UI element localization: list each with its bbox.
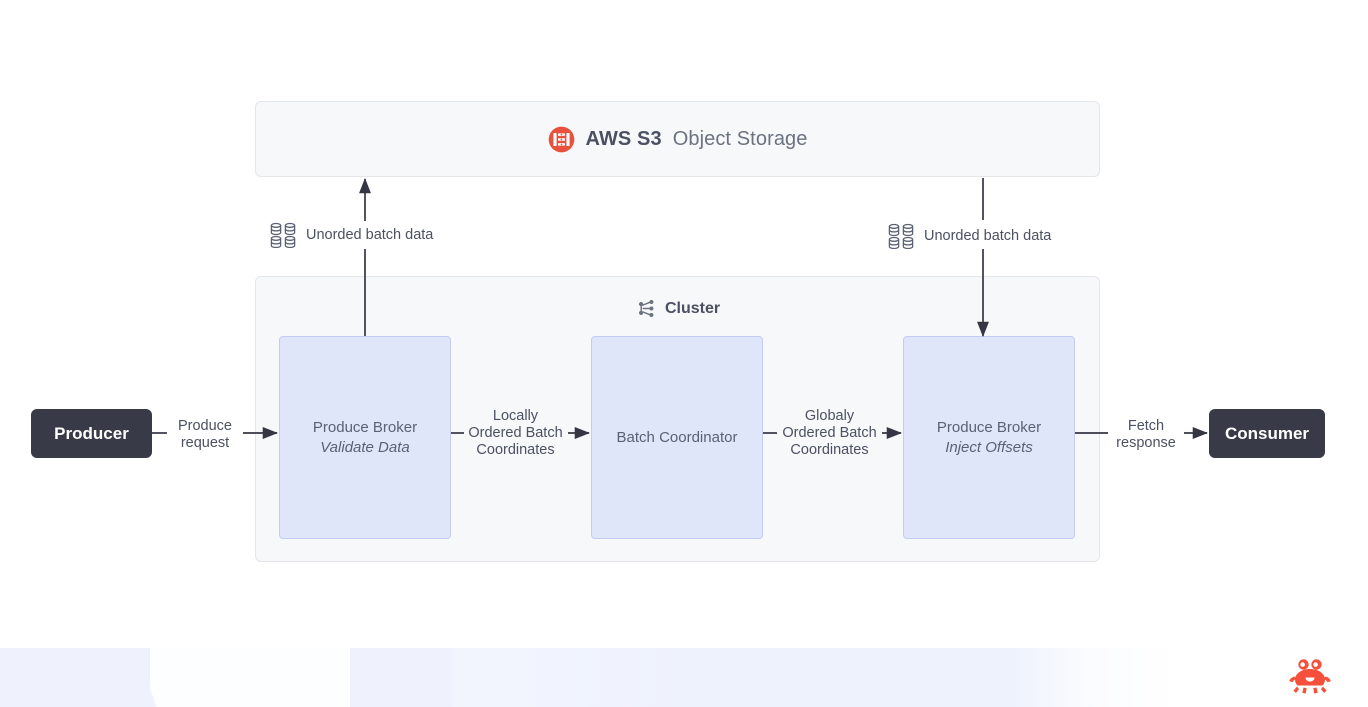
endpoint-consumer[interactable]: Consumer xyxy=(1209,409,1325,458)
edge-label-line: Coordinates xyxy=(476,442,555,458)
cluster-title: Cluster xyxy=(256,299,1101,318)
node-batch-coordinator[interactable]: Batch Coordinator xyxy=(591,336,763,539)
crab-logo-icon xyxy=(1289,659,1331,694)
io-label-text: Unorded batch data xyxy=(306,227,434,243)
cluster-network-icon xyxy=(638,299,654,318)
aws-s3-brand-label: AWS S3 xyxy=(585,127,662,150)
edge-label-line: request xyxy=(180,435,230,451)
database-grid-icon xyxy=(888,223,914,249)
node-title: Batch Coordinator xyxy=(616,429,738,446)
aws-s3-object-storage-label: Object Storage xyxy=(672,127,808,150)
edge-label-line: Fetch xyxy=(1127,418,1165,434)
edge-label-locally-ordered-batch-coordinates: Locally Ordered Batch Coordinates xyxy=(453,408,578,459)
node-produce-broker-inject[interactable]: Produce Broker Inject Offsets xyxy=(903,336,1075,539)
edge-label-produce-request: Produce request xyxy=(167,418,243,452)
node-subtitle: Validate Data xyxy=(320,439,410,456)
node-produce-broker-validate[interactable]: Produce Broker Validate Data xyxy=(279,336,451,539)
endpoint-producer[interactable]: Producer xyxy=(31,409,152,458)
edge-label-line: Ordered Batch xyxy=(468,425,563,441)
database-grid-icon xyxy=(270,222,296,248)
edge-label-unordered-batch-data-left: Unorded batch data xyxy=(270,222,433,248)
node-subtitle: Inject Offsets xyxy=(945,439,1033,456)
aws-s3-icon xyxy=(548,126,574,152)
node-title: Produce Broker xyxy=(936,419,1042,436)
aws-s3-title: AWS S3 Object Storage xyxy=(548,126,808,153)
bottom-band-curve xyxy=(150,648,350,707)
node-title: Produce Broker xyxy=(312,419,418,436)
cluster-title-label: Cluster xyxy=(664,299,721,317)
edge-label-line: response xyxy=(1116,435,1176,451)
edge-label-fetch-response: Fetch response xyxy=(1108,418,1184,452)
edge-label-line: Ordered Batch xyxy=(782,425,877,441)
aws-s3-panel: AWS S3 Object Storage xyxy=(255,101,1100,177)
endpoint-producer-label: Producer xyxy=(54,423,129,443)
edge-label-line: Coordinates xyxy=(790,442,869,458)
edge-label-line: Produce xyxy=(177,418,232,434)
edge-label-line: Locally xyxy=(492,408,539,424)
endpoint-consumer-label: Consumer xyxy=(1224,423,1310,443)
edge-label-globaly-ordered-batch-coordinates: Globaly Ordered Batch Coordinates xyxy=(767,408,892,459)
edge-label-line: Globaly xyxy=(804,408,855,424)
edge-label-unordered-batch-data-right: Unorded batch data xyxy=(888,223,1051,249)
io-label-text: Unorded batch data xyxy=(924,228,1052,244)
